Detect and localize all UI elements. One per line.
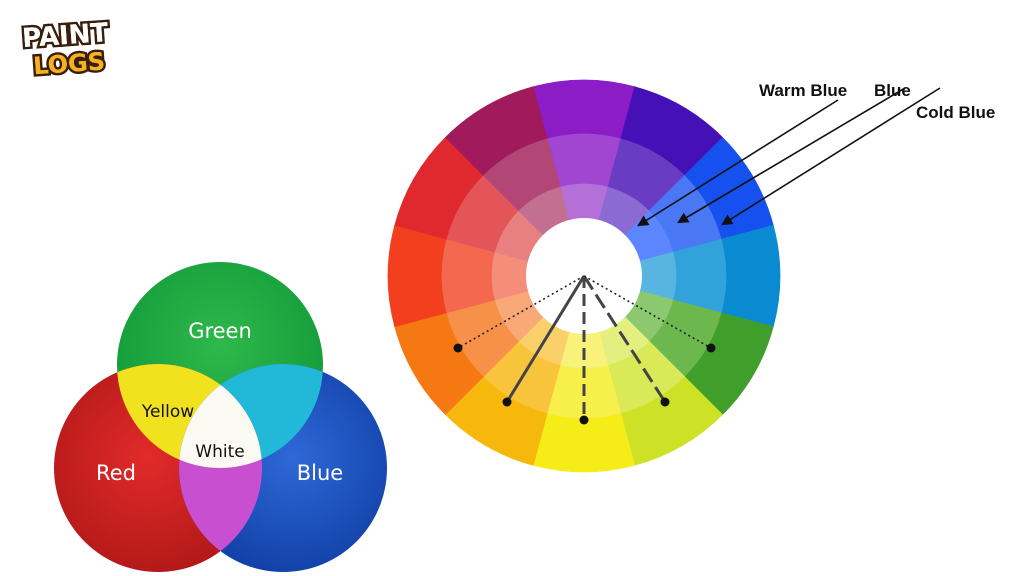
harmony-lines: [453, 275, 716, 425]
wheel-sectors: [387, 79, 781, 473]
venn-label-white: White: [195, 442, 244, 462]
logo-line2-fill: LOGS: [32, 47, 106, 80]
arrow-blue: [677, 87, 906, 224]
paint-logs-logo: PAINT PAINT LOGS LOGS: [19, 16, 112, 80]
callout-warm-blue: Warm Blue: [759, 81, 847, 100]
arrow-cold-blue: [721, 87, 941, 226]
callout-arrows: [637, 87, 941, 227]
harmony-line-dotted-left: [457, 275, 585, 349]
harmony-dot: [706, 343, 716, 353]
wheel-segment-outer: [387, 224, 448, 328]
harmony-line-solid-left: [505, 275, 586, 403]
venn-label-green: Green: [188, 319, 252, 343]
harmony-dot: [502, 397, 512, 407]
harmony-dot: [660, 397, 670, 407]
harmony-line-longdash-right: [582, 275, 667, 403]
harmony-dot: [453, 343, 463, 353]
wheel-segment-outer: [720, 224, 781, 328]
callout-cold-blue: Cold Blue: [916, 103, 995, 122]
harmony-line-dotted-right: [583, 275, 712, 349]
venn-label-red: Red: [96, 461, 136, 485]
venn-label-yellow: Yellow: [141, 402, 194, 422]
logo-line2: LOGS: [32, 47, 106, 80]
venn-label-blue: Blue: [297, 461, 343, 485]
logo-line1: PAINT: [21, 18, 109, 54]
harmony-dot: [579, 415, 589, 425]
white-overlap: [179, 364, 262, 468]
wheel-segment-outer: [532, 79, 636, 140]
logo-line1-fill: PAINT: [21, 18, 109, 54]
callout-blue: Blue: [874, 81, 911, 100]
arrow-warm-blue: [637, 99, 839, 227]
